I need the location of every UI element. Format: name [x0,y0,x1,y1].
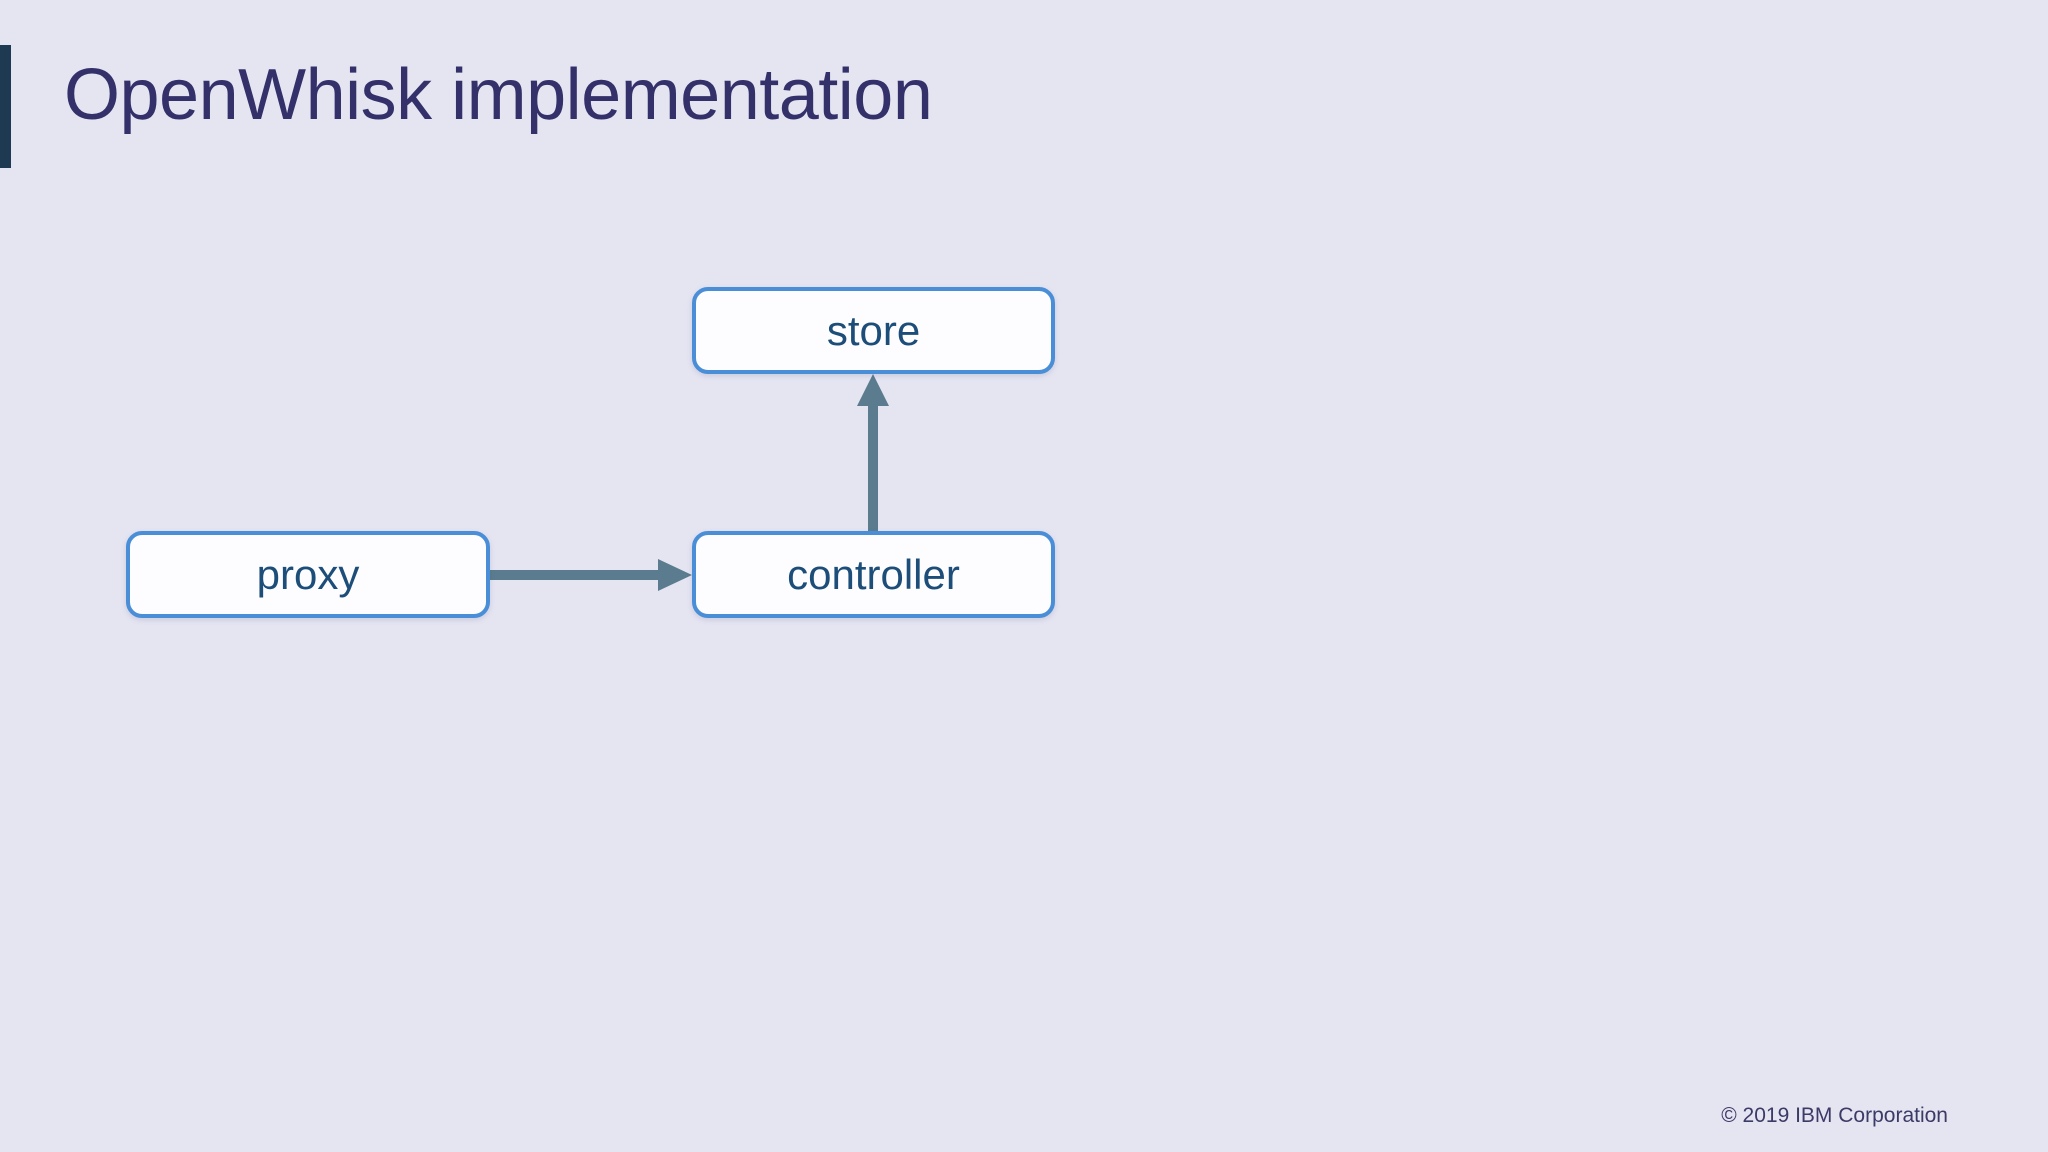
arrow-controller-to-store [857,374,889,531]
node-store: store [692,287,1055,374]
title-accent-bar [0,45,11,168]
slide-title: OpenWhisk implementation [64,55,933,135]
node-proxy-label: proxy [256,550,360,598]
footer-copyright: © 2019 IBM Corporation [1721,1104,1948,1127]
node-proxy: proxy [126,531,490,618]
arrow-proxy-to-controller [490,559,692,591]
node-controller-label: controller [787,550,960,598]
node-controller: controller [692,531,1055,618]
node-store-label: store [826,306,921,354]
